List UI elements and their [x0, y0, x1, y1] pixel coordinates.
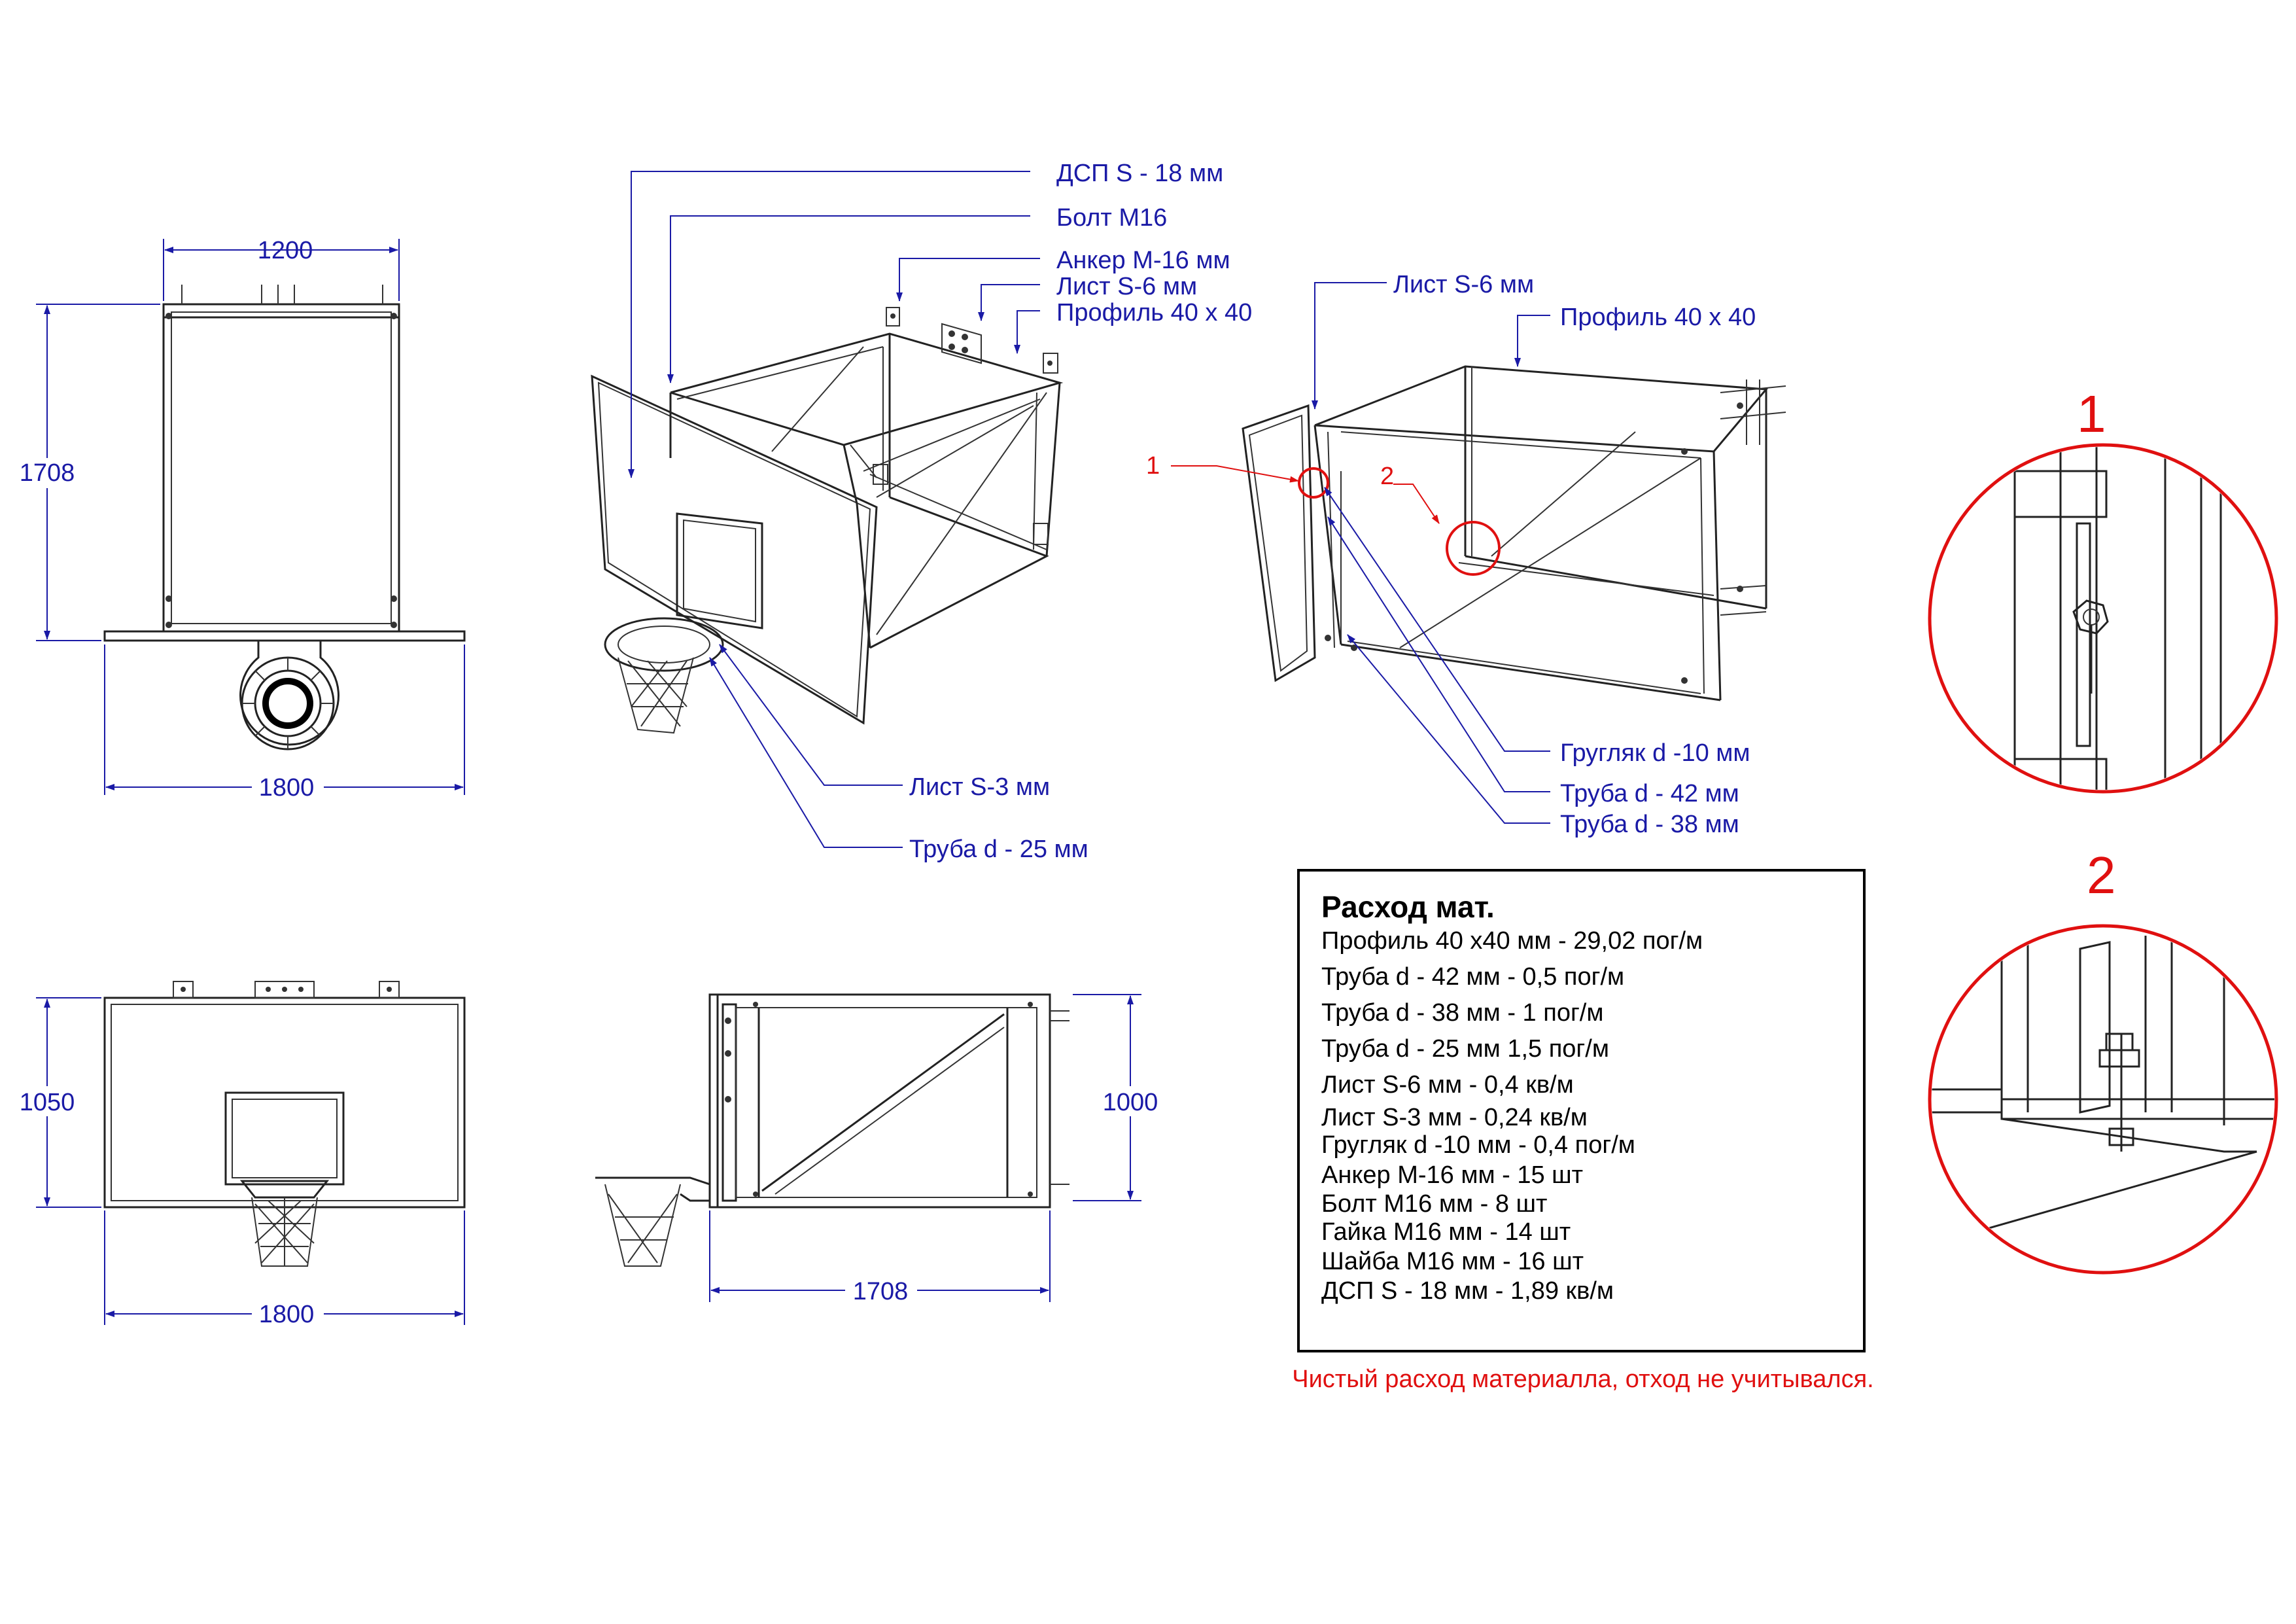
materials-table: Расход мат. Профиль 40 х40 мм - 29,02 по… [1297, 869, 1866, 1352]
detail-2-label: 2 [2087, 846, 2116, 904]
materials-row: Лист S-3 мм - 0,24 кв/м [1321, 1104, 1588, 1131]
label-sheet3: Лист S-3 мм [909, 773, 1050, 801]
materials-note: Чистый расход материалла, отход не учиты… [1292, 1366, 1873, 1393]
label-tube38: Труба d - 38 мм [1560, 811, 1739, 838]
materials-row: Болт М16 мм - 8 шт [1321, 1190, 1547, 1218]
isometric-view: ДСП S - 18 мм Болт М16 Анкер М-16 мм Лис… [591, 160, 1252, 863]
dim-1050: 1050 [20, 1089, 75, 1116]
dim-1800-board: 1800 [259, 1301, 315, 1328]
label-profile-rear: Профиль 40 х 40 [1560, 304, 1756, 331]
label-tube25: Труба d - 25 мм [909, 836, 1088, 863]
side-view: 1000 1708 [595, 993, 1164, 1305]
materials-row: Анкер М-16 мм - 15 шт [1321, 1161, 1583, 1189]
materials-row: Труба d - 42 мм - 0,5 пог/м [1321, 963, 1624, 991]
materials-row: Шайба М16 мм - 16 шт [1321, 1248, 1584, 1275]
label-bolt: Болт М16 [1056, 204, 1167, 232]
materials-title: Расход мат. [1321, 890, 1495, 924]
rear-isometric-view: 1 2 Лист S-6 мм Профиль 40 х 40 Гругляк … [1146, 271, 1786, 838]
dim-1000: 1000 [1103, 1089, 1158, 1116]
dim-1708-side: 1708 [853, 1278, 909, 1305]
board-front-view: 1050 1800 [13, 981, 466, 1328]
label-sheet6: Лист S-6 мм [1056, 273, 1197, 300]
label-tube42: Труба d - 42 мм [1560, 780, 1739, 807]
materials-row: Лист S-6 мм - 0,4 кв/м [1321, 1071, 1574, 1099]
label-profile: Профиль 40 х 40 [1056, 299, 1252, 327]
materials-row: Труба d - 38 мм - 1 пог/м [1321, 999, 1604, 1027]
dim-1200: 1200 [258, 237, 313, 264]
dim-1800-front: 1800 [259, 774, 315, 802]
label-anchor: Анкер М-16 мм [1056, 247, 1230, 274]
materials-row: Труба d - 25 мм 1,5 пог/м [1321, 1035, 1609, 1063]
dim-1708-front: 1708 [20, 459, 75, 487]
label-round10: Гругляк d -10 мм [1560, 739, 1750, 767]
materials-row: Гругляк d -10 мм - 0,4 пог/м [1321, 1131, 1635, 1159]
materials-row: Профиль 40 х40 мм - 29,02 пог/м [1321, 927, 1703, 955]
detail-1-label: 1 [2077, 385, 2106, 443]
materials-row: Гайка М16 мм - 14 шт [1321, 1218, 1571, 1246]
materials-row: ДСП S - 18 мм - 1,89 кв/м [1321, 1277, 1614, 1305]
label-sheet6-rear: Лист S-6 мм [1393, 271, 1534, 298]
front-view: 1200 1708 1800 [13, 237, 466, 802]
marker-1: 1 [1146, 452, 1160, 480]
label-dsp: ДСП S - 18 мм [1056, 160, 1223, 187]
detail-1: 1 [1928, 385, 2278, 794]
detail-2: 2 [1928, 846, 2278, 1275]
marker-2: 2 [1380, 463, 1394, 490]
